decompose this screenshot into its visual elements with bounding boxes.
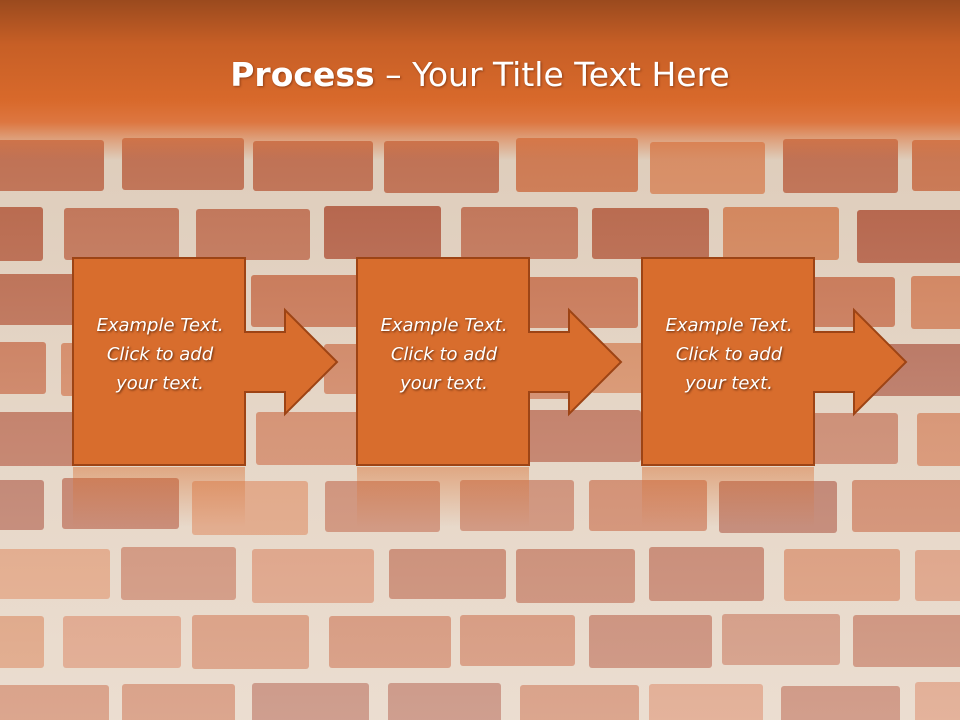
step-1-shape	[72, 257, 339, 466]
step-1-text[interactable]: Example Text. Click to add your text.	[75, 311, 245, 398]
step-3-shape	[641, 257, 908, 466]
slide-title-rest: – Your Title Text Here	[374, 55, 730, 94]
step-2-line-2: Click to add	[390, 344, 498, 365]
step-3-line-2: Click to add	[675, 344, 783, 365]
step-1-shape-reflection	[73, 467, 245, 527]
step-2-line-1: Example Text.	[380, 315, 508, 336]
step-1-line-1: Example Text.	[96, 315, 224, 336]
step-2-line-3: your text.	[400, 373, 488, 394]
step-3-line-1: Example Text.	[665, 315, 793, 336]
step-2-text[interactable]: Example Text. Click to add your text.	[359, 311, 529, 398]
slide-title-bold: Process	[230, 55, 375, 94]
process-step-2[interactable]: Example Text. Click to add your text.	[356, 257, 708, 557]
step-1-line-2: Click to add	[106, 344, 214, 365]
step-3-shape-reflection	[642, 467, 814, 527]
title-bar: Process – Your Title Text Here	[0, 0, 960, 160]
process-step-1[interactable]: Example Text. Click to add your text.	[72, 257, 424, 557]
step-1-line-3: your text.	[116, 373, 204, 394]
slide-title[interactable]: Process – Your Title Text Here	[0, 50, 960, 100]
process-step-3[interactable]: Example Text. Click to add your text.	[641, 257, 960, 557]
step-3-line-3: your text.	[685, 373, 773, 394]
step-2-shape	[356, 257, 623, 466]
step-2-shape-reflection	[357, 467, 529, 527]
step-3-text[interactable]: Example Text. Click to add your text.	[644, 311, 814, 398]
